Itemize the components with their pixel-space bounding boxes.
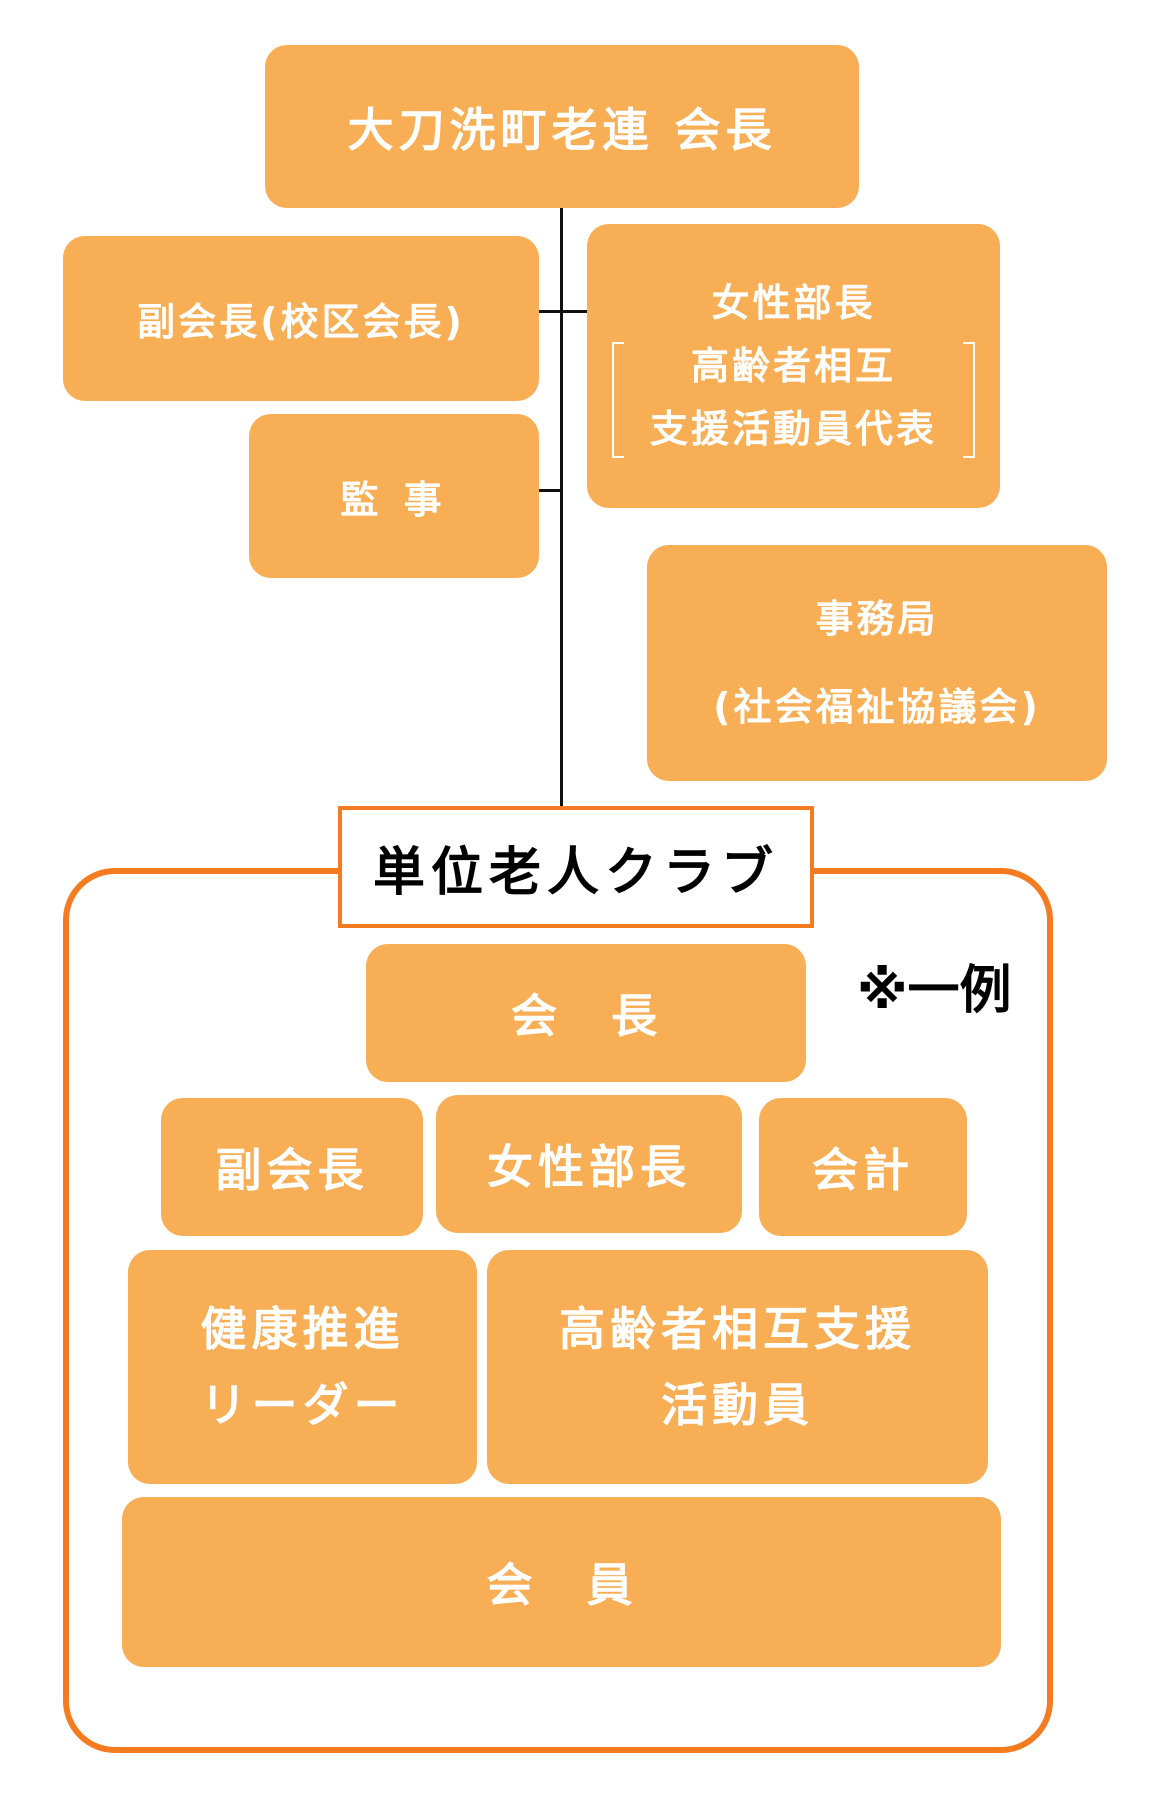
club-vice-president-box: 副会長 — [161, 1098, 423, 1236]
unit-club-title-box: 単位老人クラブ — [338, 806, 814, 928]
club-president-box: 会 長 — [366, 944, 806, 1082]
club-accountant-label: 会計 — [812, 1143, 914, 1197]
women-head-rep-line2: 高齢者相互 — [690, 343, 896, 388]
secretariat-line2: (社会福祉協議会) — [713, 685, 1041, 729]
women-head-rep-line1: 女性部長 — [711, 280, 876, 325]
branch-line-upper — [538, 310, 588, 313]
auditor-label: 監 事 — [340, 477, 448, 522]
federation-president-label: 大刀洗町老連 会長 — [347, 102, 777, 157]
secretariat-line1: 事務局 — [815, 597, 939, 641]
club-accountant-box: 会計 — [759, 1098, 967, 1236]
health-leader-line2: リーダー — [200, 1378, 405, 1432]
example-note: ※一例 — [857, 961, 1012, 1021]
support-staff-line1: 高齢者相互支援 — [559, 1302, 916, 1356]
women-head-rep-line3: 支援活動員代表 — [649, 406, 937, 451]
club-members-box: 会 員 — [122, 1497, 1001, 1667]
women-head-rep-box: 女性部長 高齢者相互 支援活動員代表 — [587, 224, 1000, 508]
health-leader-box: 健康推進 リーダー — [128, 1250, 477, 1484]
club-women-head-box: 女性部長 — [436, 1095, 742, 1233]
federation-president-box: 大刀洗町老連 会長 — [265, 45, 859, 208]
health-leader-line1: 健康推進 — [200, 1302, 405, 1356]
support-staff-line2: 活動員 — [661, 1378, 814, 1432]
club-women-head-label: 女性部長 — [487, 1140, 691, 1194]
club-president-label: 会 長 — [511, 989, 661, 1043]
support-staff-box: 高齢者相互支援 活動員 — [487, 1250, 988, 1484]
auditor-box: 監 事 — [249, 414, 539, 578]
branch-line-auditor — [538, 489, 562, 492]
left-bracket-icon — [612, 342, 624, 458]
secretariat-box: 事務局 (社会福祉協議会) — [647, 545, 1107, 781]
club-members-label: 会 員 — [486, 1558, 637, 1612]
club-vice-president-label: 副会長 — [215, 1143, 369, 1197]
unit-club-title: 単位老人クラブ — [372, 842, 779, 903]
right-bracket-icon — [963, 342, 975, 458]
trunk-line — [560, 208, 563, 806]
vice-president-box: 副会長(校区会長) — [63, 236, 539, 401]
vice-president-label: 副会長(校区会長) — [137, 300, 465, 344]
